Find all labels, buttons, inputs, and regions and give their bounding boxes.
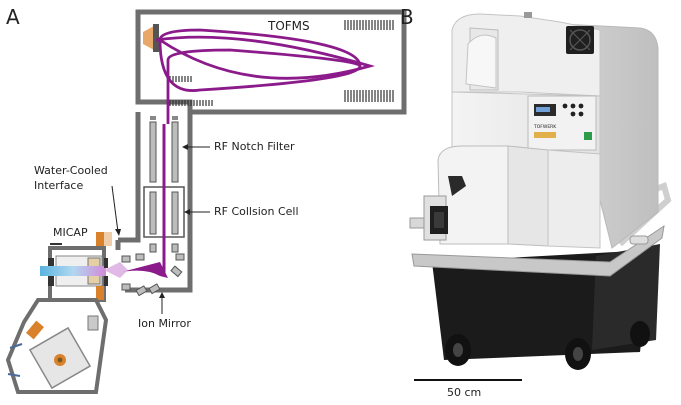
lens-element <box>149 243 157 253</box>
platform-tray <box>411 224 665 277</box>
panel-a: A TOFMS <box>5 5 407 394</box>
tof-ion-path <box>158 28 362 124</box>
fan-blade <box>569 29 591 51</box>
detector-plate <box>153 24 159 52</box>
chimney-front <box>465 34 497 89</box>
collision-rod-left <box>149 191 157 235</box>
lower-front-panel <box>547 149 601 249</box>
ion-mirror-arrowhead <box>159 292 165 298</box>
fan-ring <box>569 29 591 51</box>
wheel-hub <box>453 343 463 357</box>
warning-label <box>534 132 556 138</box>
power-button <box>584 132 592 140</box>
brand-badge: TOFWERK <box>533 124 557 130</box>
control-knob <box>570 111 576 117</box>
sample-inlet <box>409 217 425 229</box>
control-knob <box>578 111 584 117</box>
handle-grip <box>629 235 649 245</box>
torch-port-inner <box>434 212 444 228</box>
control-knob <box>570 103 576 109</box>
control-knob <box>562 103 568 109</box>
tofms-detector-grid <box>344 20 394 102</box>
wheel-rear <box>630 321 650 347</box>
display-readout <box>536 107 550 112</box>
rf-collision-label: RF Collsion Cell <box>214 205 299 218</box>
micap-module <box>437 145 509 245</box>
micap-label: MICAP <box>53 226 88 239</box>
wheel-hub <box>573 347 583 361</box>
micap-module-side <box>507 145 549 247</box>
panel-b-label: B <box>400 5 414 29</box>
rf-notch-label: RF Notch Filter <box>214 140 295 153</box>
tof-ion-loop <box>155 35 376 80</box>
reflectron-detector <box>143 26 154 50</box>
rf-notch-rod-left <box>149 121 157 183</box>
scale-bar-label: 50 cm <box>447 386 481 399</box>
interface-label-line1: Water-Cooled <box>34 164 108 177</box>
rf-notch-rod-right <box>171 121 179 183</box>
micap-torch <box>40 232 128 302</box>
top-port <box>524 12 532 18</box>
ion-mirror-beam <box>122 262 168 278</box>
torch-box-hinge <box>448 176 466 196</box>
interface-label-line2: Interface <box>34 179 83 192</box>
rf-notch-cap-left <box>150 116 156 120</box>
interface-arrowhead <box>115 229 121 236</box>
rf-collision-arrowhead <box>184 209 190 215</box>
panel-a-label: A <box>6 5 20 29</box>
rf-notch-arrowhead <box>182 144 188 150</box>
rf-notch-cap-right <box>172 116 178 120</box>
interface-arrow <box>111 185 119 233</box>
collision-rod-right <box>171 191 179 235</box>
lens-element <box>171 243 179 253</box>
ion-mirror-label: Ion Mirror <box>138 317 191 330</box>
pulser-grid <box>169 76 213 106</box>
sample-introduction <box>5 298 109 394</box>
panel-b: B <box>400 5 672 399</box>
tofms-label: TOFMS <box>267 19 310 33</box>
control-knob <box>578 103 584 109</box>
ion-mirror <box>121 253 185 297</box>
